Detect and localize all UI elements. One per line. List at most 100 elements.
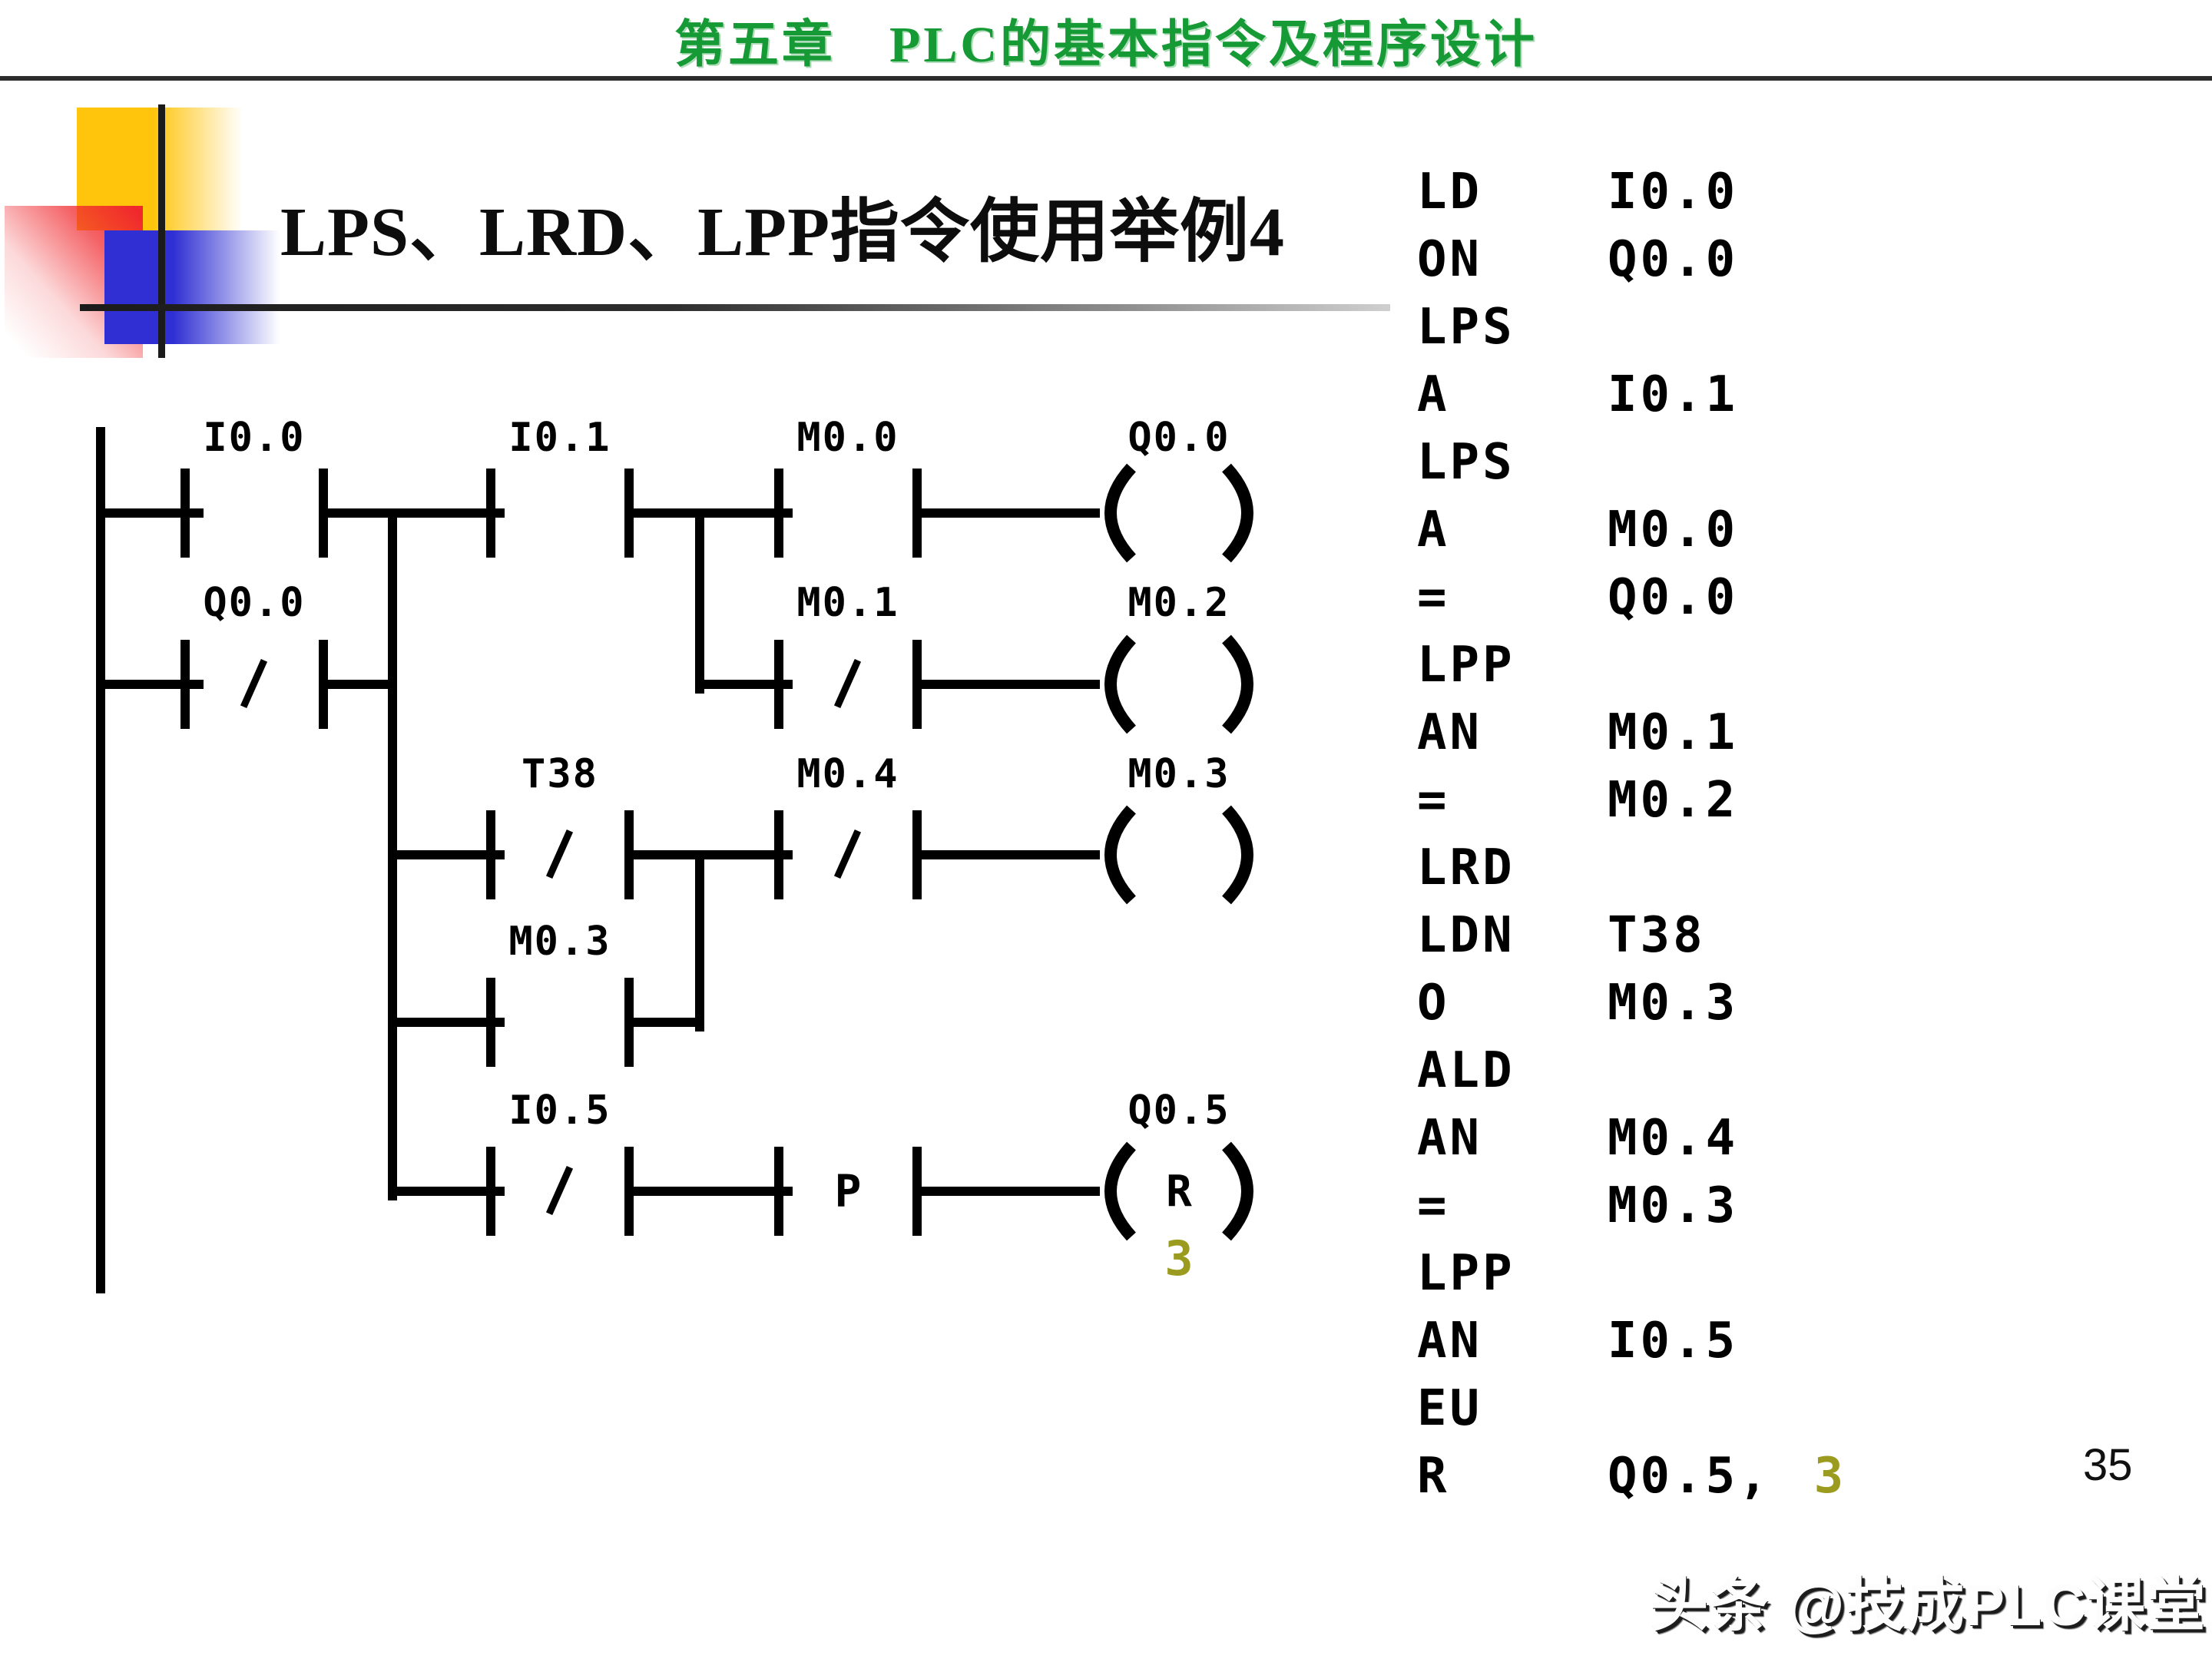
wire bbox=[912, 680, 1100, 689]
label-I0.5: I0.5 bbox=[508, 1088, 611, 1134]
operand: I0.0 bbox=[1608, 164, 1739, 220]
contact-no-I0.0 bbox=[180, 469, 328, 558]
contact-bar bbox=[319, 469, 328, 558]
opcode: AN bbox=[1417, 1313, 1483, 1369]
opcode: LPP bbox=[1417, 637, 1515, 694]
instruction-row: A M0.0 bbox=[1417, 496, 2108, 564]
instruction-row: AN M0.4 bbox=[1417, 1104, 2108, 1172]
nc-slash bbox=[833, 659, 862, 708]
opcode: LPS bbox=[1417, 434, 1515, 491]
operand: Q0.5, bbox=[1608, 1448, 1771, 1505]
coil-parentheses bbox=[1104, 1141, 1253, 1241]
label-M0.0: M0.0 bbox=[796, 415, 899, 461]
contact-bar bbox=[774, 1147, 783, 1236]
instruction-row: LPP bbox=[1417, 1240, 2108, 1307]
contact-bar bbox=[774, 640, 783, 729]
label-I0.1: I0.1 bbox=[508, 415, 611, 461]
operand: Q0.0 bbox=[1608, 569, 1739, 626]
edge-letter: P bbox=[834, 1165, 862, 1217]
opcode: AN bbox=[1417, 704, 1483, 761]
contact-no-I0.1 bbox=[486, 469, 634, 558]
label-M0.3-coil: M0.3 bbox=[1128, 751, 1230, 797]
instruction-row: EU bbox=[1417, 1375, 2108, 1442]
operand: T38 bbox=[1608, 907, 1706, 964]
instruction-row: ALD bbox=[1417, 1037, 2108, 1104]
wire bbox=[319, 508, 505, 518]
header-divider-line bbox=[0, 76, 2212, 81]
reset-coil-letter: R bbox=[1166, 1166, 1192, 1217]
opcode: LD bbox=[1417, 164, 1483, 220]
wire bbox=[912, 1187, 1100, 1196]
contact-bar bbox=[912, 1147, 922, 1236]
instruction-row: LRD bbox=[1417, 834, 2108, 902]
wire bbox=[319, 680, 397, 689]
operand: M0.0 bbox=[1608, 502, 1739, 558]
instruction-row: LDN T38 bbox=[1417, 902, 2108, 969]
opcode: EU bbox=[1417, 1380, 1483, 1437]
opcode: ALD bbox=[1417, 1042, 1515, 1099]
wire bbox=[388, 1018, 505, 1027]
contact-bar bbox=[624, 810, 634, 899]
label-M0.2-coil: M0.2 bbox=[1128, 580, 1230, 626]
opcode: A bbox=[1417, 366, 1450, 423]
contact-bar bbox=[486, 978, 495, 1067]
label-M0.3-contact: M0.3 bbox=[508, 919, 611, 965]
operand: I0.5 bbox=[1608, 1313, 1739, 1369]
opcode: AN bbox=[1417, 1110, 1483, 1167]
contact-no-M0.0 bbox=[774, 469, 922, 558]
opcode: O bbox=[1417, 975, 1450, 1031]
contact-bar bbox=[912, 469, 922, 558]
nc-slash bbox=[545, 830, 574, 879]
wire bbox=[388, 1187, 505, 1196]
contact-bar bbox=[319, 640, 328, 729]
wire bbox=[388, 850, 505, 859]
contact-bar bbox=[486, 1147, 495, 1236]
contact-bar bbox=[486, 469, 495, 558]
wire bbox=[695, 680, 793, 689]
coil-reset-Q0.5: R bbox=[1071, 1121, 1286, 1262]
wire bbox=[624, 1187, 793, 1196]
operand: M0.1 bbox=[1608, 704, 1739, 761]
opcode: LRD bbox=[1417, 839, 1515, 896]
operand: M0.4 bbox=[1608, 1110, 1739, 1167]
instruction-row: LPS bbox=[1417, 293, 2108, 361]
opcode: LPP bbox=[1417, 1245, 1515, 1302]
opcode: = bbox=[1417, 772, 1450, 829]
opcode: R bbox=[1417, 1448, 1450, 1505]
wire bbox=[912, 508, 1100, 518]
instruction-row: AN M0.1 bbox=[1417, 699, 2108, 767]
ladder-left-power-rail bbox=[96, 427, 105, 1293]
contact-positive-edge: P bbox=[774, 1147, 922, 1236]
label-M0.1: M0.1 bbox=[796, 580, 899, 626]
wire bbox=[624, 1018, 704, 1027]
instruction-row: LPP bbox=[1417, 631, 2108, 699]
nc-slash bbox=[833, 830, 862, 879]
operand: I0.1 bbox=[1608, 366, 1739, 423]
contact-bar bbox=[624, 469, 634, 558]
operand: Q0.0 bbox=[1608, 231, 1739, 288]
page-number: 35 bbox=[2083, 1440, 2133, 1490]
operand: M0.3 bbox=[1608, 975, 1739, 1031]
coil-M0.2 bbox=[1071, 614, 1286, 755]
contact-bar bbox=[774, 810, 783, 899]
coil-parentheses bbox=[1104, 805, 1253, 905]
instruction-row: = M0.2 bbox=[1417, 767, 2108, 834]
opcode: LDN bbox=[1417, 907, 1515, 964]
label-T38: T38 bbox=[522, 751, 598, 797]
contact-nc-T38 bbox=[486, 810, 634, 899]
coil-parentheses bbox=[1104, 463, 1253, 563]
label-Q0.0-coil: Q0.0 bbox=[1128, 415, 1230, 461]
operand: M0.2 bbox=[1608, 772, 1739, 829]
contact-nc-Q0.0 bbox=[180, 640, 328, 729]
deco-crosshair-vertical-line bbox=[158, 104, 165, 358]
coil-M0.3 bbox=[1071, 784, 1286, 926]
instruction-row: AN I0.5 bbox=[1417, 1307, 2108, 1375]
contact-nc-I0.5 bbox=[486, 1147, 634, 1236]
reset-coil-param: 3 bbox=[1164, 1230, 1194, 1286]
opcode: A bbox=[1417, 502, 1450, 558]
wire bbox=[96, 680, 204, 689]
operand-param: 3 bbox=[1813, 1448, 1847, 1505]
instruction-row: LD I0.0 bbox=[1417, 158, 2108, 226]
